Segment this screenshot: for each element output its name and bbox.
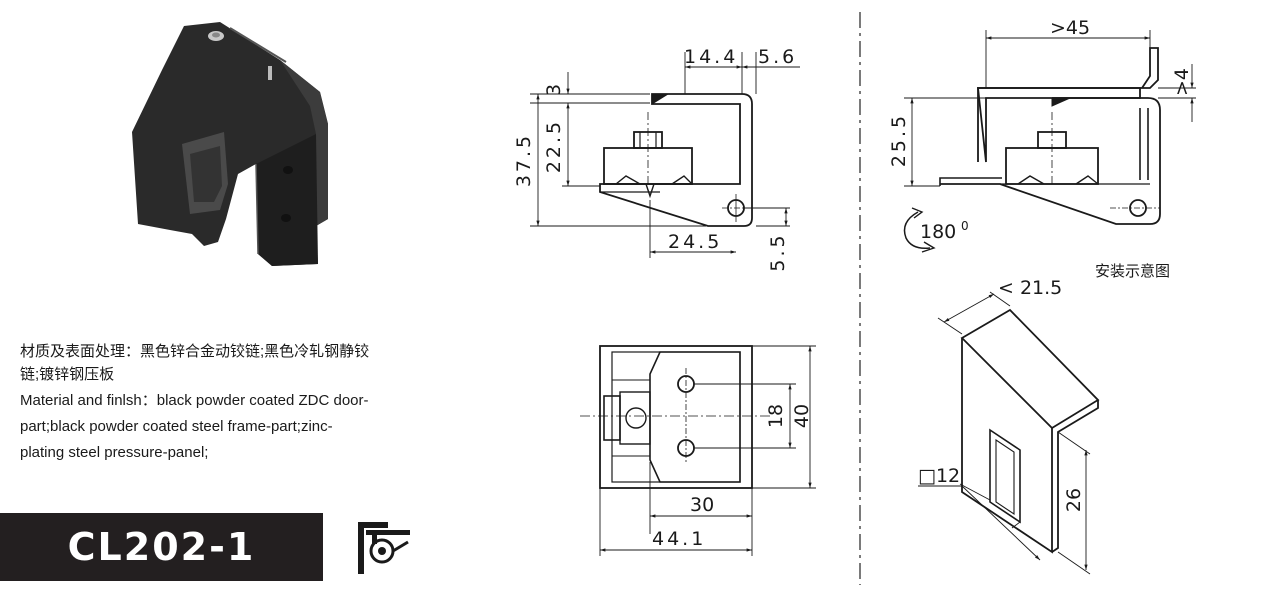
install-view — [903, 30, 1196, 253]
side-view — [530, 52, 800, 258]
model-code: CL202-1 — [67, 525, 256, 569]
dim-18: 18 — [765, 404, 787, 428]
iso-view — [918, 291, 1100, 575]
dim-3: 3 — [543, 84, 565, 96]
description-cn-line-2: 链;镀锌钢压板 — [20, 366, 115, 383]
dim-22-5: 22.5 — [543, 119, 565, 173]
dim-44-1: 44.1 — [652, 528, 706, 550]
description-en-line-2: part;black powder coated steel frame-par… — [20, 418, 333, 435]
hinge-photo — [132, 22, 328, 266]
dim-37-5: 37.5 — [513, 133, 535, 187]
rotation-degree-mark: 0 — [961, 219, 969, 233]
hinge-type-symbol-icon — [358, 522, 410, 574]
dim-25-5: 25.5 — [888, 113, 910, 167]
description-en-line-3: plating steel pressure-panel; — [20, 444, 209, 461]
dim-5-6: 5.6 — [758, 46, 797, 68]
front-view — [580, 345, 816, 556]
dim-21-5: < 21.5 — [998, 277, 1062, 299]
dim-40: 40 — [791, 404, 813, 428]
material-description: 材质及表面处理：黑色锌合金动铰链;黑色冷轧钢静铰 链;镀锌钢压板 Materia… — [20, 340, 440, 464]
dim-45: >45 — [1050, 17, 1090, 39]
dim-26: 26 — [1063, 488, 1085, 512]
dim-24-5: 24.5 — [668, 231, 722, 253]
install-caption: 安装示意图 — [1095, 262, 1170, 280]
description-en-line-1: Material and finlsh：black powder coated … — [20, 392, 369, 409]
dim-4: >4 — [1171, 68, 1193, 96]
rotation-angle: 180 — [920, 221, 956, 243]
black-hinge-photo-icon — [132, 22, 328, 266]
model-bar: CL202-1 — [0, 513, 323, 581]
dim-12: □12 — [918, 465, 960, 487]
dim-30: 30 — [690, 494, 714, 516]
description-cn-line-1: 材质及表面处理：黑色锌合金动铰链;黑色冷轧钢静铰 — [20, 343, 370, 360]
dim-5-5: 5.5 — [767, 232, 789, 271]
dim-14-4: 14.4 — [684, 46, 738, 68]
